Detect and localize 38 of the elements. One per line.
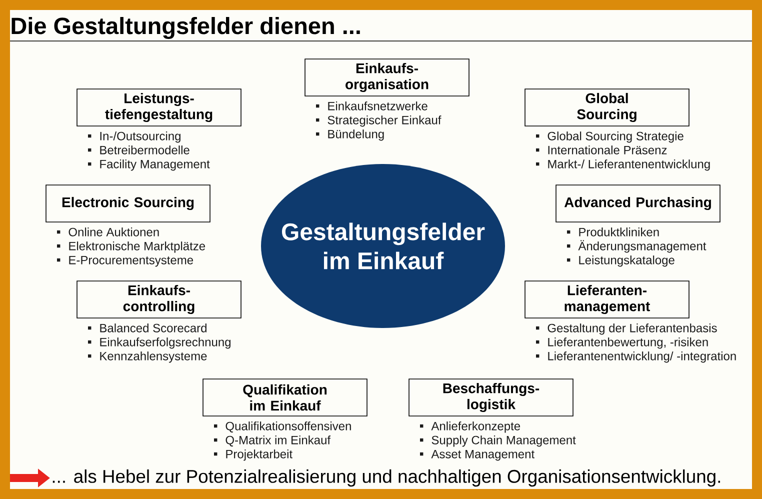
list-item: E-Procurementsysteme bbox=[69, 256, 194, 267]
heading-box: Einkaufs- controlling bbox=[76, 280, 242, 318]
list-item: Lieferantenentwicklung/ -integration bbox=[548, 352, 736, 363]
list-item: Markt-/ Lieferantenentwicklung bbox=[548, 160, 710, 171]
list-item: Strategischer Einkauf bbox=[328, 116, 442, 127]
list-item: Q-Matrix im Einkauf bbox=[226, 436, 331, 446]
list-item: Einkaufserfolgsrechnung bbox=[100, 338, 230, 349]
conclusion-text: ... als Hebel zur Potenzialrealisierung und nachhaltigen Organisationsentwicklung. bbox=[52, 469, 720, 487]
list-item: Einkaufsnetzwerke bbox=[328, 102, 428, 110]
list-item: Global Sourcing Strategie bbox=[548, 132, 684, 143]
list-item: Online Auktionen bbox=[68, 228, 159, 236]
list-item: Supply Chain Management bbox=[432, 436, 576, 447]
list-item: Balanced Scorecard bbox=[100, 324, 206, 332]
title: Die Gestaltungsfelder dienen ... bbox=[12, 16, 360, 39]
list-item: Gestaltung der Lieferantenbasis bbox=[548, 324, 717, 335]
heading-box: Electronic Sourcing bbox=[46, 184, 210, 222]
list-item: Leistungskataloge bbox=[579, 256, 674, 267]
list-item: Facility Management bbox=[100, 160, 210, 171]
list-item: Anlieferkonzepte bbox=[431, 422, 520, 433]
list-item: Produktkliniken bbox=[579, 228, 659, 236]
list-item: Betreibermodelle bbox=[100, 146, 190, 154]
list-item: Kennzahlensysteme bbox=[100, 352, 207, 363]
heading-box: Qualifikation im Einkauf bbox=[202, 378, 368, 416]
list-item: Bündelung bbox=[328, 130, 384, 141]
heading-box: Einkaufs- organisation bbox=[304, 58, 470, 96]
list-item: Internationale Präsenz bbox=[548, 146, 667, 154]
list-item: Projektarbeit bbox=[226, 450, 292, 461]
list-item: Asset Management bbox=[431, 450, 534, 461]
heading-box: Advanced Purchasing bbox=[556, 184, 720, 222]
list-item: Qualifikationsoffensiven bbox=[226, 422, 351, 432]
heading-box: Global Sourcing bbox=[524, 88, 690, 126]
heading-box: Lieferanten- management bbox=[524, 280, 690, 318]
list-item: In-/Outsourcing bbox=[100, 132, 180, 143]
list-item: Lieferantenbewertung, -risiken bbox=[548, 338, 708, 349]
list-item: Elektronische Marktplätze bbox=[69, 242, 206, 253]
heading-box: Beschaffungs- logistik bbox=[408, 378, 574, 416]
list-item: Änderungsmanagement bbox=[578, 240, 706, 253]
heading-box: Leistungs- tiefengestaltung bbox=[76, 88, 242, 126]
